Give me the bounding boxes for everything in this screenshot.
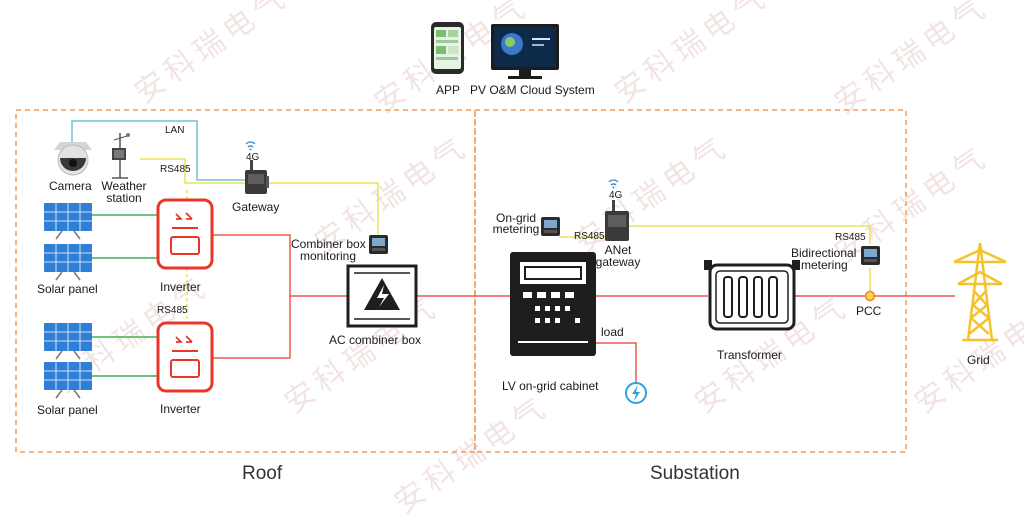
grid-label: Grid: [967, 353, 990, 367]
power-line: [213, 296, 291, 359]
solar-panel-label: Solar panel: [37, 282, 98, 296]
load-line: [596, 342, 637, 383]
weather-rs485-line: [140, 158, 247, 184]
gateway-bidir-line: [629, 225, 871, 244]
combiner-monitor-label-line1: Combiner box: [291, 237, 366, 251]
diagram-canvas: [15, 22, 1007, 453]
anet-gateway-icon: [605, 179, 629, 241]
rs485-label: RS485: [160, 164, 191, 175]
rs485-label: RS485: [574, 231, 605, 242]
bidirectional-metering-label-line2: metering: [801, 258, 848, 272]
system-diagram: 安科瑞电气 安科瑞电气 安科瑞电气 安科瑞电气 安科瑞电气 安科瑞电气 安科瑞电…: [15, 0, 1024, 521]
gateway-4g-label: 4G: [246, 152, 260, 163]
combiner-monitor-icon: [369, 235, 388, 254]
substation-region-label: Substation: [650, 463, 740, 484]
solar-panel-icon: [44, 203, 92, 240]
rs485-label: RS485: [835, 232, 866, 243]
inverter-icon: [156, 321, 214, 393]
ongrid-metering-label-line1: On-grid: [495, 211, 536, 225]
pcc-point: [864, 290, 876, 302]
phone-icon: [431, 22, 464, 74]
weather-station-label-line1: Weather: [101, 179, 147, 193]
bidirectional-meter-icon: [861, 246, 880, 265]
solar-panel-icon: [44, 244, 92, 281]
ongrid-meter-icon: [541, 217, 560, 236]
lv-cabinet-icon: [510, 252, 596, 356]
lan-line: [71, 120, 247, 181]
rs485-label: RS485: [157, 305, 188, 316]
combiner-monitor-label-line2: monitoring: [300, 249, 357, 263]
inverter-label: Inverter: [160, 402, 201, 416]
cloud-system-label: PV O&M Cloud System: [470, 83, 595, 97]
gateway-combiner-line: [268, 182, 379, 236]
gateway-icon: [245, 141, 269, 194]
anet-4g-label: 4G: [609, 190, 623, 201]
weather-station-icon: [112, 133, 130, 179]
solar-panel-icon: [44, 362, 92, 399]
gateway-label: Gateway: [232, 200, 280, 214]
ac-combiner-box-label: AC combiner box: [329, 333, 422, 347]
roof-region-border: [15, 109, 476, 453]
ongrid-metering-label-line2: metering: [492, 222, 540, 236]
anet-gateway-label-line2: gateway: [595, 255, 641, 269]
transformer-label: Transformer: [717, 348, 782, 362]
load-icon: [625, 382, 647, 404]
solar-panel-icon: [44, 323, 92, 360]
load-label: load: [601, 325, 624, 339]
app-label: APP: [436, 83, 461, 97]
power-line: [213, 234, 348, 297]
pcc-label: PCC: [856, 304, 882, 318]
weather-station-label-line2: station: [106, 191, 142, 205]
lan-label: LAN: [165, 125, 185, 136]
ac-combiner-box-icon: [346, 264, 418, 328]
camera-icon: [54, 142, 92, 176]
anet-gateway-label-line1: ANet: [604, 243, 632, 257]
inverter-label: Inverter: [160, 280, 201, 294]
grid-tower-icon: [953, 242, 1007, 342]
transformer-icon: [704, 260, 800, 331]
bidirectional-metering-label-line1: Bidirectional: [791, 247, 857, 260]
solar-panel-label: Solar panel: [37, 403, 98, 417]
inverter-icon: [156, 198, 214, 270]
lv-cabinet-label: LV on-grid cabinet: [502, 379, 599, 393]
camera-label: Camera: [49, 179, 92, 193]
monitor-icon: [491, 24, 559, 79]
roof-region-label: Roof: [242, 463, 283, 484]
